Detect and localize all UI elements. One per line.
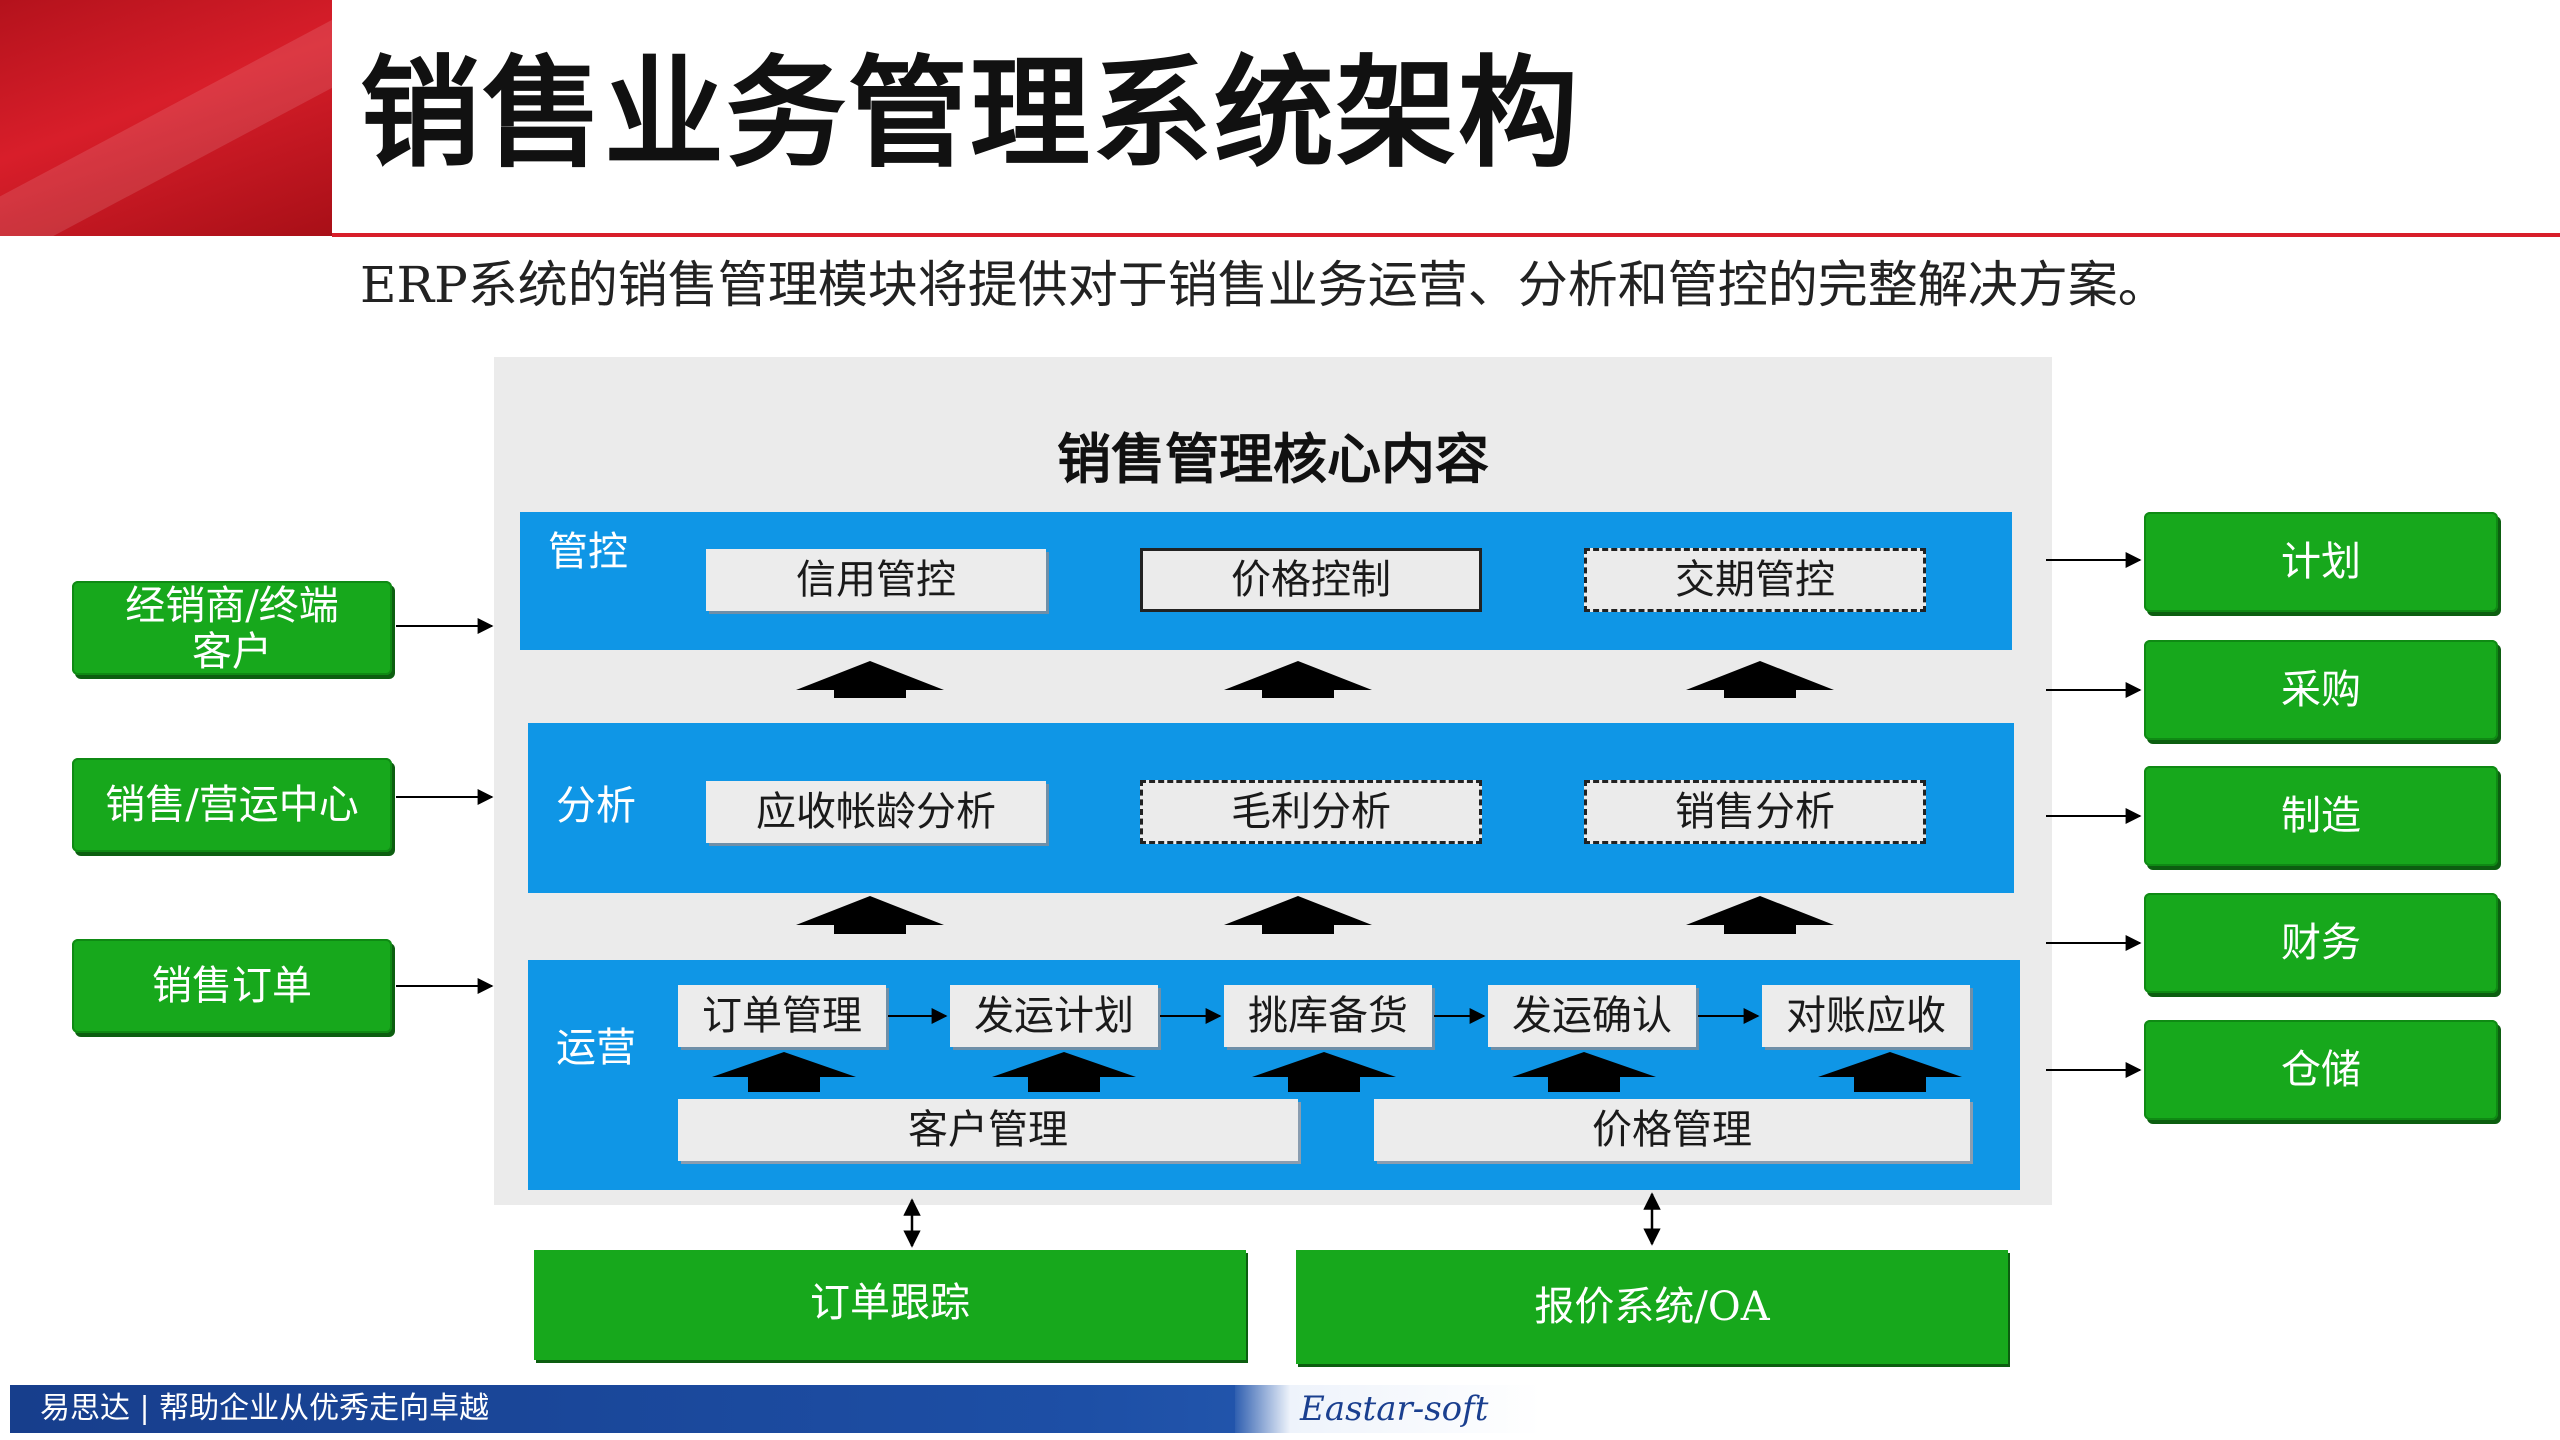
up-arrow-ops-analysis-1 (796, 896, 944, 934)
manufacturing-box[interactable]: 制造 (2144, 766, 2498, 866)
control-band-label: 管控 (548, 529, 628, 575)
pick-stock-step[interactable]: 挑库备货 (1224, 985, 1432, 1047)
dealer-customer-box[interactable]: 经销商/终端客户 (72, 581, 392, 675)
delivery-control-module[interactable]: 交期管控 (1584, 548, 1926, 612)
core-title: 销售管理核心内容 (1057, 428, 1489, 491)
gross-margin-analysis-module[interactable]: 毛利分析 (1140, 780, 1482, 844)
order-management-step[interactable]: 订单管理 (678, 985, 886, 1047)
up-arrow-analysis-control-2 (1224, 661, 1372, 698)
finance-box[interactable]: 财务 (2144, 893, 2498, 993)
header-red-block (0, 0, 332, 236)
purchasing-box[interactable]: 采购 (2144, 640, 2498, 740)
dealer-customer-label: 经销商/终端客户 (125, 583, 339, 675)
up-arrow-ops-analysis-2 (1224, 896, 1372, 934)
quote-system-oa-box[interactable]: 报价系统/OA (1296, 1250, 2008, 1364)
ops-up-arrow-2 (992, 1052, 1136, 1092)
price-control-module[interactable]: 价格控制 (1140, 548, 1482, 612)
customer-management-module[interactable]: 客户管理 (678, 1099, 1298, 1161)
up-arrow-ops-analysis-3 (1686, 896, 1834, 934)
ops-up-arrow-4 (1512, 1052, 1656, 1092)
order-tracking-box[interactable]: 订单跟踪 (534, 1250, 1246, 1360)
ops-up-arrow-5 (1818, 1052, 1962, 1092)
up-arrow-analysis-control-3 (1686, 661, 1834, 698)
reconcile-receivables-step[interactable]: 对账应收 (1762, 985, 1970, 1047)
ops-up-arrow-3 (1252, 1052, 1396, 1092)
footer-logo-text: Eastar-soft (1300, 1389, 1489, 1429)
receivables-aging-module[interactable]: 应收帐龄分析 (706, 781, 1046, 843)
footer-slogan: 易思达 | 帮助企业从优秀走向卓越 (40, 1391, 490, 1426)
page-subtitle: ERP系统的销售管理模块将提供对于销售业务运营、分析和管控的完整解决方案。 (360, 256, 2168, 314)
sales-order-box[interactable]: 销售订单 (72, 939, 392, 1033)
credit-control-module[interactable]: 信用管控 (706, 549, 1046, 611)
band-up-arrows (712, 661, 1962, 1092)
sales-analysis-module[interactable]: 销售分析 (1584, 780, 1926, 844)
shipment-confirm-step[interactable]: 发运确认 (1488, 985, 1696, 1047)
operations-band-label: 运营 (556, 1025, 636, 1071)
page-title: 销售业务管理系统架构 (360, 45, 1580, 184)
planning-box[interactable]: 计划 (2144, 512, 2498, 612)
footer-logo-area (1235, 1385, 1542, 1433)
analysis-band-label: 分析 (556, 783, 636, 829)
shipping-plan-step[interactable]: 发运计划 (950, 985, 1158, 1047)
warehouse-box[interactable]: 仓储 (2144, 1020, 2498, 1120)
ops-up-arrow-1 (712, 1052, 856, 1092)
sales-ops-center-box[interactable]: 销售/营运中心 (72, 758, 392, 852)
header-divider (332, 233, 2560, 237)
up-arrow-analysis-control-1 (796, 661, 944, 698)
price-management-module[interactable]: 价格管理 (1374, 1099, 1970, 1161)
